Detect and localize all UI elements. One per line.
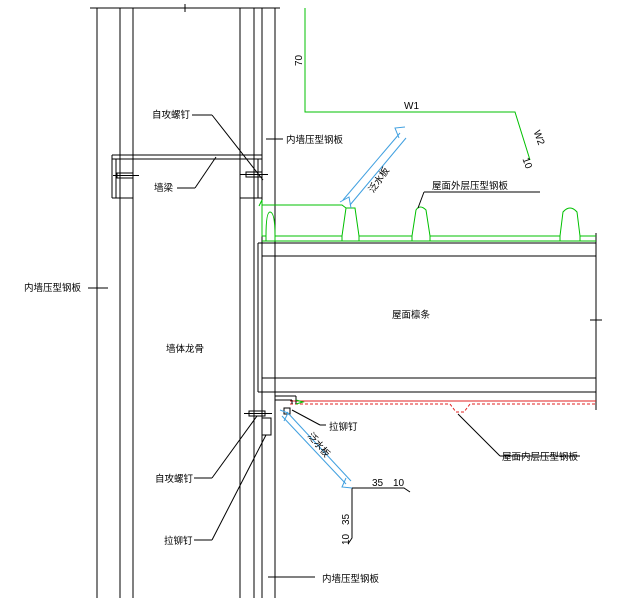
- bottom-fasteners: [244, 407, 291, 436]
- wall-stud-lines: [90, 4, 280, 598]
- dim-bottom-tip-v: 10: [341, 533, 352, 545]
- label-roof-inner-panel: 屋面内层压型钢板: [502, 451, 579, 463]
- label-inner-wall-panel-bottom: 内墙压型钢板: [322, 573, 380, 585]
- dim-top-horizontal: W1: [404, 101, 419, 112]
- bottom-flashing-shape: [275, 395, 411, 545]
- dim-bottom-vertical: 35: [341, 513, 352, 525]
- flashing-arrow-top: [339, 126, 407, 209]
- dim-top-diagonal: W2: [531, 129, 547, 147]
- label-roof-purlin: 屋面檩条: [392, 309, 431, 321]
- label-roof-outer-panel: 屋面外层压型钢板: [432, 180, 509, 192]
- top-flashing-outline: [262, 8, 531, 209]
- label-self-tapping-screw-bottom: 自攻螺钉: [155, 473, 194, 485]
- dim-bottom-tip-h: 10: [393, 478, 405, 489]
- label-blind-rivet-right: 拉铆钉: [329, 421, 358, 433]
- leader-lines: [88, 114, 580, 578]
- wall-girt-shape: [111, 154, 262, 199]
- label-inner-wall-panel-top: 内墙压型钢板: [286, 134, 344, 146]
- roof-outer-panel-rib-fill: [265, 236, 581, 241]
- label-blind-rivet-bottom: 拉铆钉: [164, 535, 193, 547]
- label-self-tapping-screw-top: 自攻螺钉: [152, 109, 191, 121]
- roof-outer-panel: [258, 199, 596, 242]
- leader-arrowheads: [295, 399, 305, 405]
- girt-screws: [113, 171, 268, 179]
- flashing-arrow-bottom: [279, 409, 353, 489]
- dim-top-vertical: 70: [294, 54, 305, 66]
- label-inner-wall-panel-left: 内墙压型钢板: [24, 282, 82, 294]
- label-wall-girt: 墙梁: [154, 182, 174, 194]
- dim-top-tip: 10: [520, 156, 534, 171]
- roof-inner-panel: [290, 403, 596, 413]
- label-wall-stud: 墙体龙骨: [166, 343, 204, 355]
- roof-purlin-shape: [257, 233, 602, 410]
- dim-bottom-horizontal: 35: [372, 478, 384, 489]
